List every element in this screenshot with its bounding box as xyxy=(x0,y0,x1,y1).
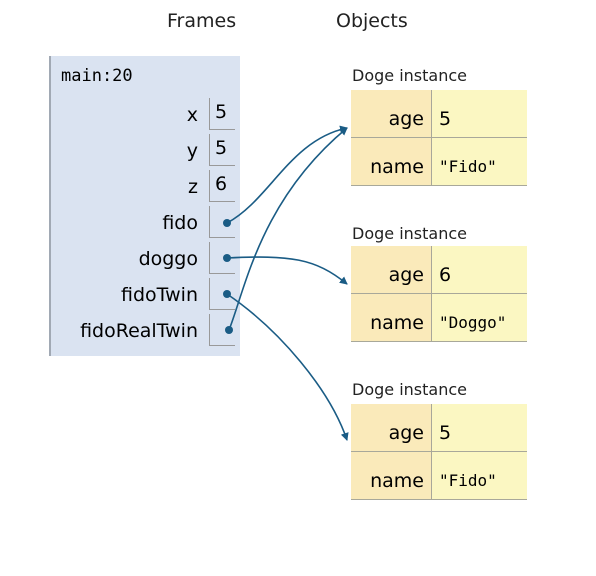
object-field-age: age 6 xyxy=(351,246,527,294)
pointer-arrow-fidoRealTwin xyxy=(228,127,348,331)
var-row-fidoTwin: fidoTwin xyxy=(51,278,242,314)
frames-header: Frames xyxy=(167,10,237,32)
var-name: fidoTwin xyxy=(121,284,198,306)
field-value: 5 xyxy=(431,90,527,137)
var-row-x: x 5 xyxy=(51,98,242,134)
field-key: age xyxy=(351,404,431,451)
object-title: Doge instance xyxy=(352,66,467,85)
field-key: name xyxy=(351,294,431,341)
field-key: age xyxy=(351,246,431,293)
frame-name: main:20 xyxy=(61,66,133,86)
field-key: name xyxy=(351,138,431,185)
global-frame: main:20 x 5 y 5 z 6 fido doggo fidoTwin … xyxy=(49,56,240,356)
var-name: fido xyxy=(162,212,198,234)
field-value: "Fido" xyxy=(431,452,527,499)
pointer-cell xyxy=(209,314,235,346)
pointer-cell xyxy=(209,278,235,310)
pointer-cell xyxy=(209,242,235,274)
pointer-arrow-fido xyxy=(226,125,348,224)
var-row-doggo: doggo xyxy=(51,242,242,278)
pointer-cell xyxy=(209,206,235,238)
field-key: name xyxy=(351,452,431,499)
var-name: x xyxy=(186,104,198,126)
pointer-arrow-fidoTwin xyxy=(226,293,349,441)
object-doge-1: age 6 name "Doggo" xyxy=(351,246,527,342)
field-value: 6 xyxy=(431,246,527,293)
var-row-fido: fido xyxy=(51,206,242,242)
field-value: "Doggo" xyxy=(431,294,527,341)
var-value: 5 xyxy=(209,98,235,130)
var-value: 5 xyxy=(209,134,235,166)
object-title: Doge instance xyxy=(352,380,467,399)
objects-header: Objects xyxy=(336,10,408,32)
field-value: 5 xyxy=(431,404,527,451)
field-value: "Fido" xyxy=(431,138,527,185)
var-name: z xyxy=(188,176,198,198)
object-field-name: name "Doggo" xyxy=(351,294,527,342)
var-row-z: z 6 xyxy=(51,170,242,206)
var-name: doggo xyxy=(138,248,198,270)
object-doge-0: age 5 name "Fido" xyxy=(351,90,527,186)
object-doge-2: age 5 name "Fido" xyxy=(351,404,527,500)
field-key: age xyxy=(351,90,431,137)
var-name: y xyxy=(186,140,198,162)
pointer-arrow-doggo xyxy=(226,256,348,285)
var-row-fidoRealTwin: fidoRealTwin xyxy=(51,314,242,350)
object-field-age: age 5 xyxy=(351,90,527,138)
var-value: 6 xyxy=(209,170,235,202)
object-field-name: name "Fido" xyxy=(351,138,527,186)
var-row-y: y 5 xyxy=(51,134,242,170)
object-title: Doge instance xyxy=(352,224,467,243)
var-name: fidoRealTwin xyxy=(80,320,198,342)
object-field-name: name "Fido" xyxy=(351,452,527,500)
object-field-age: age 5 xyxy=(351,404,527,452)
